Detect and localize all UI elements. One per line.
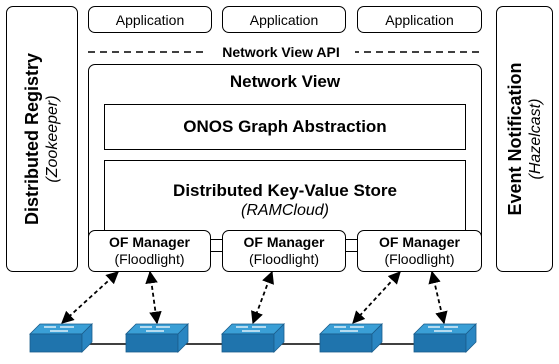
distributed-kv-store-label: Distributed Key-Value Store	[173, 180, 397, 200]
of-manager-subtitle: (Floodlight)	[114, 251, 185, 267]
of-manager-subtitle: (Floodlight)	[384, 251, 455, 267]
of-manager-subtitle: (Floodlight)	[248, 251, 320, 267]
of-manager-box-3: OF Manager (Floodlight)	[357, 230, 482, 272]
of-manager-title: OF Manager	[243, 234, 325, 250]
of-manager-box-2: OF Manager (Floodlight)	[222, 230, 346, 272]
application-box-2: Application	[222, 6, 346, 33]
application-label: Application	[385, 11, 454, 28]
onos-graph-abstraction-label: ONOS Graph Abstraction	[183, 117, 387, 136]
distributed-kv-store-box: Distributed Key-Value Store (RAMCloud)	[104, 160, 466, 240]
event-notification-box: Event Notification (Hazelcast)	[496, 6, 553, 272]
network-switch-icon	[221, 323, 285, 353]
ramcloud-label: (RAMCloud)	[240, 201, 329, 219]
control-arrows	[61, 270, 448, 325]
application-label: Application	[249, 11, 319, 28]
network-switch-icon	[413, 323, 477, 353]
arrow-of2-switch3	[251, 270, 274, 325]
arrow-of3-switch4	[352, 271, 401, 324]
application-label: Application	[115, 11, 185, 28]
of-manager-title: OF Manager	[379, 234, 460, 250]
onos-graph-abstraction-box: ONOS Graph Abstraction	[104, 104, 466, 150]
application-box-3: Application	[357, 6, 482, 33]
arrow-of1-switch1	[61, 271, 119, 324]
network-switch-icon	[29, 323, 93, 353]
switch-icon-group	[29, 323, 477, 353]
network-switch-icon	[319, 323, 383, 353]
arrow-of3-switch5	[428, 270, 448, 325]
of-manager-title: OF Manager	[109, 234, 190, 250]
of-manager-box-1: OF Manager (Floodlight)	[88, 230, 211, 272]
network-switch-icon	[125, 323, 189, 353]
arrow-of1-switch2	[145, 270, 162, 325]
network-view-title: Network View	[229, 72, 341, 91]
distributed-registry-box: Distributed Registry (Zookeeper)	[6, 6, 78, 272]
network-view-api-label: Network View API	[207, 44, 355, 60]
application-box-1: Application	[88, 6, 212, 33]
